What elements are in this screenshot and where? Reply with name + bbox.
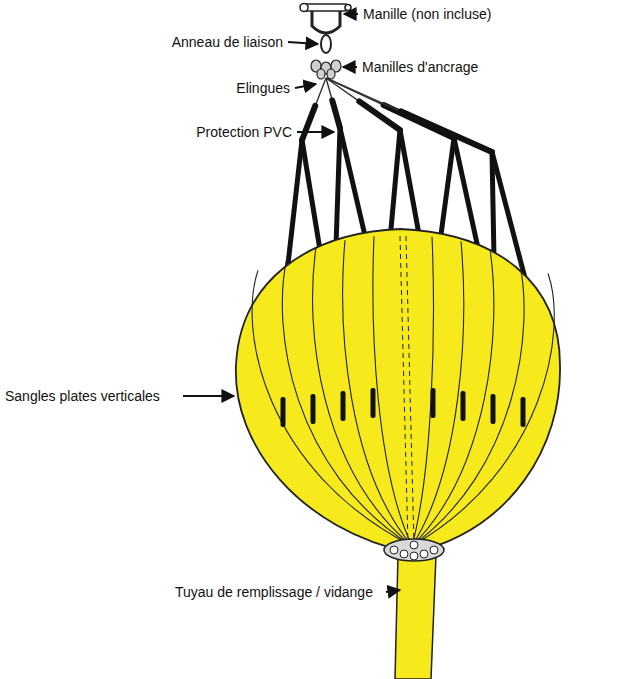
center-seam	[406, 236, 414, 545]
part-label: Sangles plates verticales	[4, 387, 161, 405]
bag-body	[236, 229, 560, 553]
part-label: Manilles d'ancrage	[361, 58, 479, 76]
pvc-protection	[359, 101, 400, 130]
pvc-protection	[336, 128, 340, 246]
strap-handle	[431, 388, 436, 418]
strap-handle	[461, 391, 466, 421]
strap-handle	[491, 394, 496, 424]
leader-arrow	[297, 131, 334, 133]
anchor-shackles	[311, 60, 341, 79]
pvc-protection	[302, 140, 320, 250]
pvc-protection	[440, 138, 454, 242]
flat-strap	[373, 236, 412, 546]
flat-strap	[412, 237, 433, 546]
flat-strap	[282, 257, 412, 546]
leader-arrow	[344, 13, 358, 15]
bottom-fitting	[384, 539, 444, 561]
sling-wire	[326, 78, 359, 101]
pvc-protection	[332, 101, 340, 129]
flat-strap	[313, 247, 412, 546]
sling-wire	[315, 78, 326, 106]
leader-arrow	[386, 590, 400, 592]
part-label: Elingues	[235, 79, 291, 97]
sling-wire	[326, 78, 401, 111]
pvc-protection	[340, 128, 366, 240]
connecting-ring	[321, 35, 331, 53]
flat-strap	[412, 274, 554, 546]
shackle	[300, 4, 351, 34]
strap-handle	[281, 397, 286, 427]
flat-strap	[412, 242, 464, 546]
flat-strap	[412, 249, 494, 546]
fill-hose	[395, 555, 436, 679]
flat-strap	[252, 270, 412, 546]
part-label: Tuyau de remplissage / vidange	[174, 583, 374, 601]
fitting-bolts	[390, 541, 438, 560]
pvc-protection	[401, 111, 492, 152]
leader-arrow	[183, 395, 234, 397]
strap-handle	[311, 394, 316, 424]
strap-handle	[341, 391, 346, 421]
vertical-straps	[252, 236, 554, 546]
leader-arrow	[295, 84, 316, 88]
pvc-protection	[302, 106, 315, 140]
leader-arrow	[343, 66, 357, 68]
pvc-protection	[454, 138, 478, 248]
pvc-protection	[390, 130, 400, 240]
part-label: Anneau de liaison	[171, 33, 284, 51]
part-label: Manille (non incluse)	[362, 5, 492, 23]
strap-handle	[371, 388, 376, 418]
part-label: Protection PVC	[195, 123, 293, 141]
leader-arrow	[288, 42, 318, 44]
strap-handle	[521, 397, 526, 427]
flat-strap	[412, 260, 524, 546]
pvc-protection	[400, 130, 420, 240]
